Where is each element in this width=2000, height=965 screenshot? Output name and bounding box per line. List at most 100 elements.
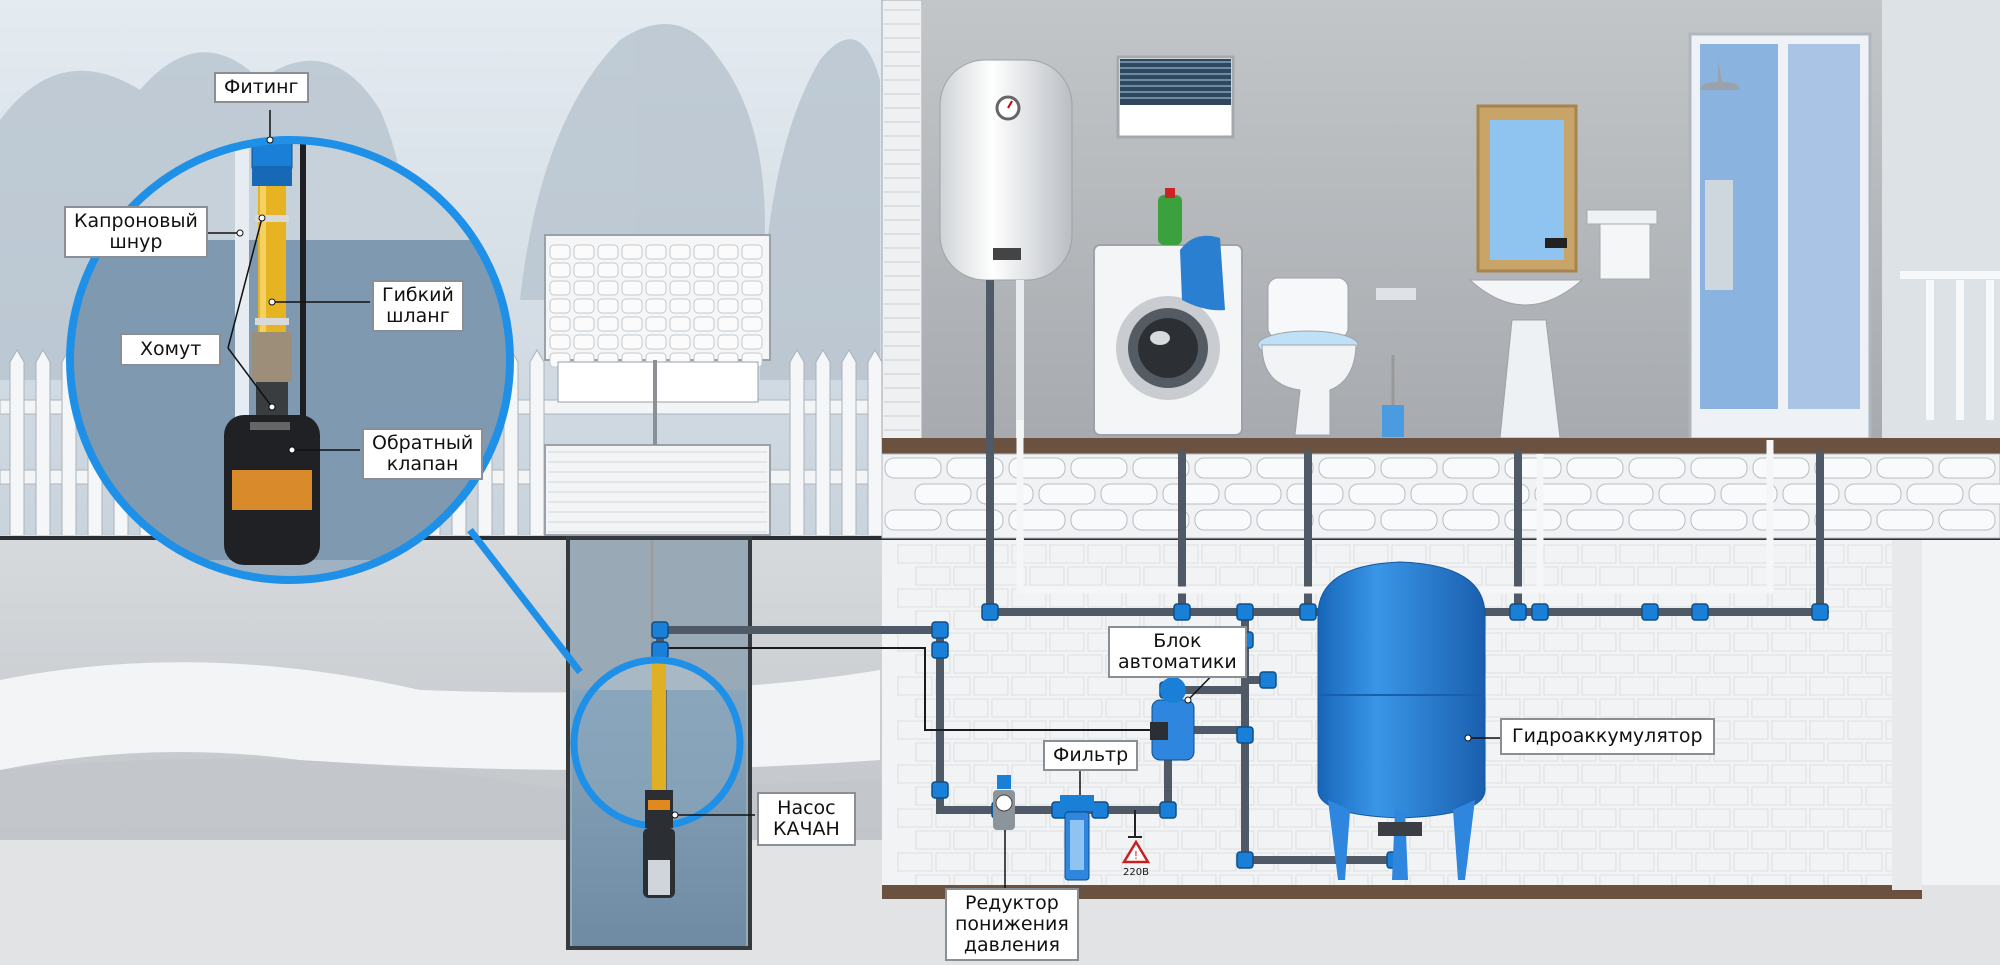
- magnifier-connector: [467, 527, 583, 675]
- brick: [897, 676, 933, 696]
- brick: [1049, 544, 1085, 564]
- roof-tile: [741, 262, 763, 278]
- label-flex-hose-line2: шланг: [386, 305, 450, 327]
- brick: [1029, 566, 1065, 586]
- roof-tile: [717, 244, 739, 260]
- brick: [1087, 544, 1123, 564]
- pipe-fitting: [1509, 603, 1527, 621]
- brick: [1733, 764, 1769, 784]
- brick: [973, 632, 1009, 652]
- roof-tile: [669, 280, 691, 296]
- brick: [1657, 632, 1693, 652]
- label-automation-block: Блок автоматики: [1108, 626, 1247, 678]
- foundation-stone: [1720, 483, 1778, 505]
- brick: [1581, 544, 1617, 564]
- roof-tile: [597, 316, 619, 332]
- brick: [1143, 566, 1179, 586]
- brick: [1543, 808, 1579, 828]
- voltage-text: 220В: [1123, 867, 1149, 878]
- brick: [1695, 808, 1731, 828]
- brick: [1163, 852, 1199, 872]
- foundation-stone: [1286, 483, 1344, 505]
- roof-tile: [693, 316, 715, 332]
- roof-tile: [597, 262, 619, 278]
- label-pump-line2: КАЧАН: [773, 818, 840, 840]
- brick: [1163, 764, 1199, 784]
- brick: [1789, 786, 1825, 806]
- foundation-stone: [1194, 509, 1252, 531]
- brick: [897, 808, 933, 828]
- brick: [1277, 808, 1313, 828]
- roof-tile: [741, 298, 763, 314]
- brick: [1505, 676, 1541, 696]
- pump-magnifier-small: [570, 656, 744, 898]
- foundation-stone: [1100, 483, 1158, 505]
- foundation-stone: [1752, 457, 1810, 479]
- label-clamp-text: Хомут: [140, 338, 202, 360]
- brick: [1809, 632, 1845, 652]
- brick: [1125, 544, 1161, 564]
- brick: [1581, 632, 1617, 652]
- brick: [915, 698, 951, 718]
- brick: [953, 742, 989, 762]
- brick: [1637, 786, 1673, 806]
- roof-tile: [597, 298, 619, 314]
- brick: [1599, 698, 1635, 718]
- pressure-reducer-device: [993, 775, 1015, 830]
- brick: [1827, 566, 1863, 586]
- roof-tile: [669, 316, 691, 332]
- brick: [1809, 764, 1845, 784]
- brick: [973, 852, 1009, 872]
- brick: [1809, 544, 1845, 564]
- foundation-stone: [1132, 457, 1190, 479]
- roof-tile: [645, 316, 667, 332]
- fence-picket: [35, 349, 51, 541]
- foundation-stone: [946, 457, 1004, 479]
- brick: [1277, 676, 1313, 696]
- brick: [1049, 632, 1085, 652]
- roof-tile: [741, 244, 763, 260]
- foundation-stone: [1132, 509, 1190, 531]
- brick: [1675, 786, 1711, 806]
- foundation-stone: [1318, 457, 1376, 479]
- brick: [1827, 698, 1863, 718]
- brick: [1011, 852, 1047, 872]
- label-check-valve-line1: Обратный: [372, 432, 474, 454]
- brick: [1619, 764, 1655, 784]
- brick: [1751, 742, 1787, 762]
- brick: [1543, 632, 1579, 652]
- brick: [1599, 654, 1635, 674]
- brick: [1751, 786, 1787, 806]
- brick: [1847, 764, 1883, 784]
- roof-tile: [573, 334, 595, 350]
- brick: [1067, 654, 1103, 674]
- brick: [1353, 544, 1389, 564]
- brick: [1809, 852, 1845, 872]
- brick: [1713, 566, 1749, 586]
- brick: [973, 764, 1009, 784]
- brick: [1257, 742, 1293, 762]
- label-kapron-cord-line1: Капроновый: [74, 210, 198, 232]
- foundation-stone: [1442, 457, 1500, 479]
- brick: [1523, 830, 1559, 850]
- foundation-stone: [1070, 509, 1128, 531]
- brick: [1847, 676, 1883, 696]
- roof-tile: [597, 334, 619, 350]
- label-pump: Насос КАЧАН: [757, 792, 856, 846]
- brick: [1847, 808, 1883, 828]
- foundation-stone: [1844, 483, 1902, 505]
- brick: [1125, 764, 1161, 784]
- label-automation-block-line1: Блок: [1153, 630, 1202, 652]
- brick: [1257, 566, 1293, 586]
- brick: [1219, 698, 1255, 718]
- brick: [1219, 830, 1255, 850]
- brick: [1581, 676, 1617, 696]
- pipe-fitting: [1236, 603, 1254, 621]
- pipe-fitting: [651, 621, 669, 639]
- leader-dots: [236, 136, 1472, 819]
- roof-tile: [621, 244, 643, 260]
- brick: [897, 588, 933, 608]
- roof-tile: [693, 334, 715, 350]
- brick: [1847, 544, 1883, 564]
- label-clamp: Хомут: [120, 333, 222, 366]
